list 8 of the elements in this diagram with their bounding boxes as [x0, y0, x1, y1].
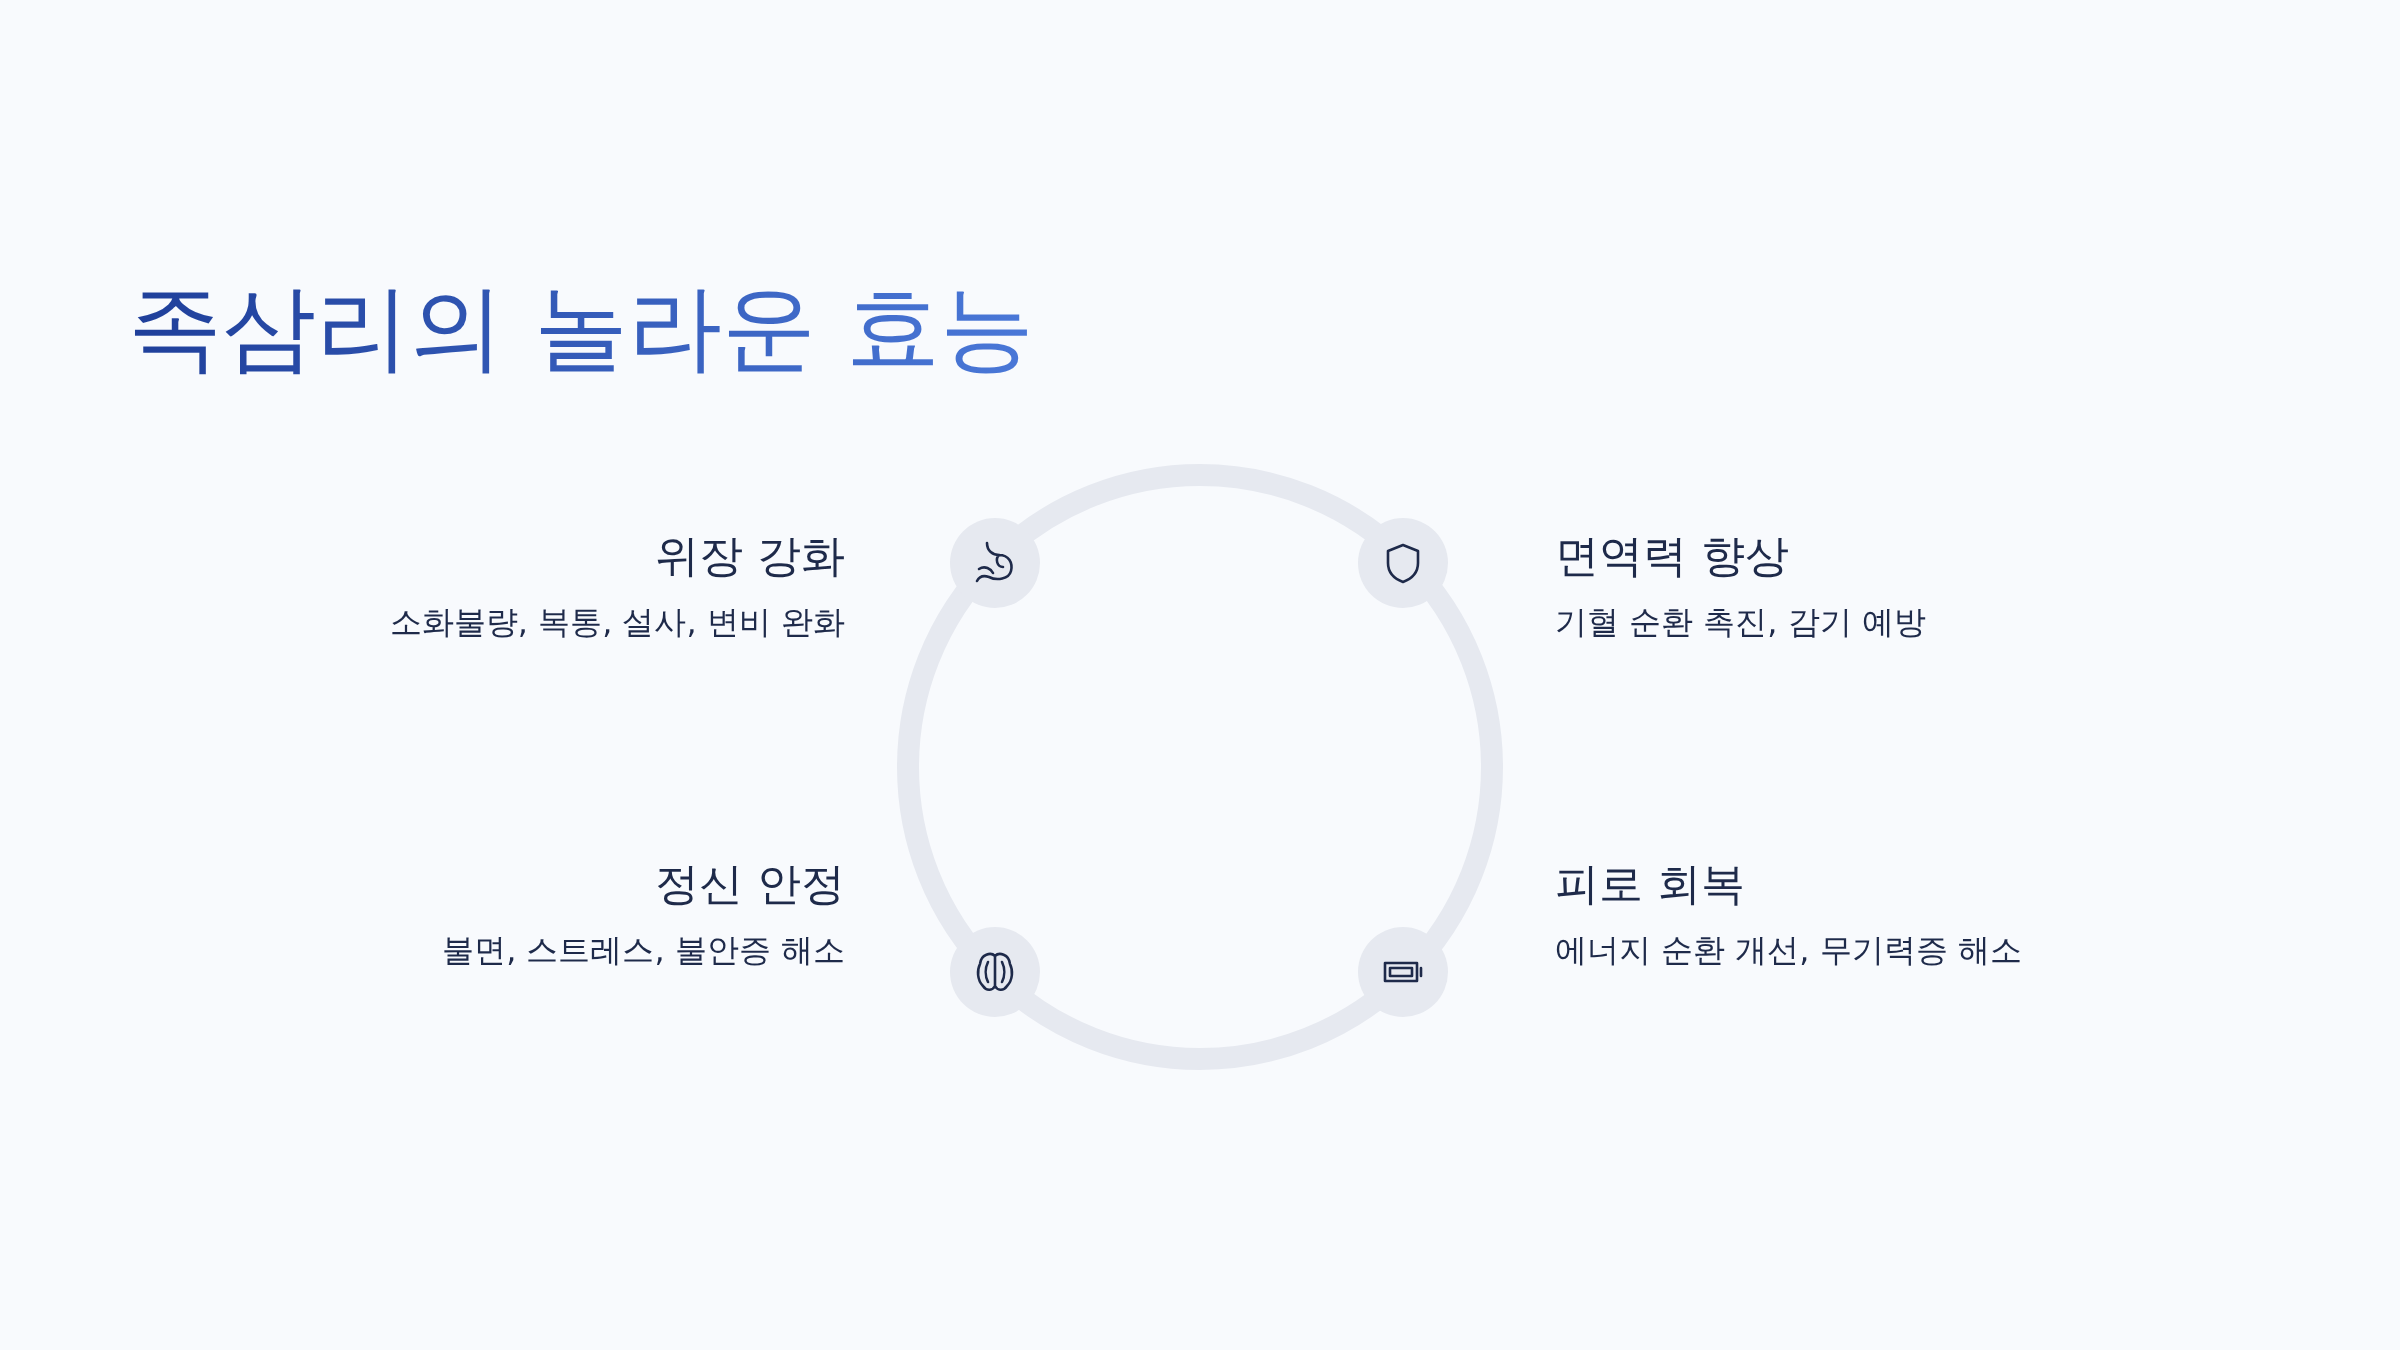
benefit-description: 불면, 스트레스, 불안증 해소: [442, 930, 845, 970]
benefit-description: 소화불량, 복통, 설사, 변비 완화: [389, 602, 845, 642]
benefit-heading: 면역력 향상: [1555, 530, 1789, 583]
benefit-heading: 정신 안정: [655, 858, 845, 911]
benefit-heading: 피로 회복: [1555, 858, 1745, 911]
benefit-heading: 위장 강화: [655, 530, 845, 583]
benefit-description: 에너지 순환 개선, 무기력증 해소: [1555, 930, 2022, 970]
benefit-description: 기혈 순환 촉진, 감기 예방: [1555, 602, 1926, 642]
